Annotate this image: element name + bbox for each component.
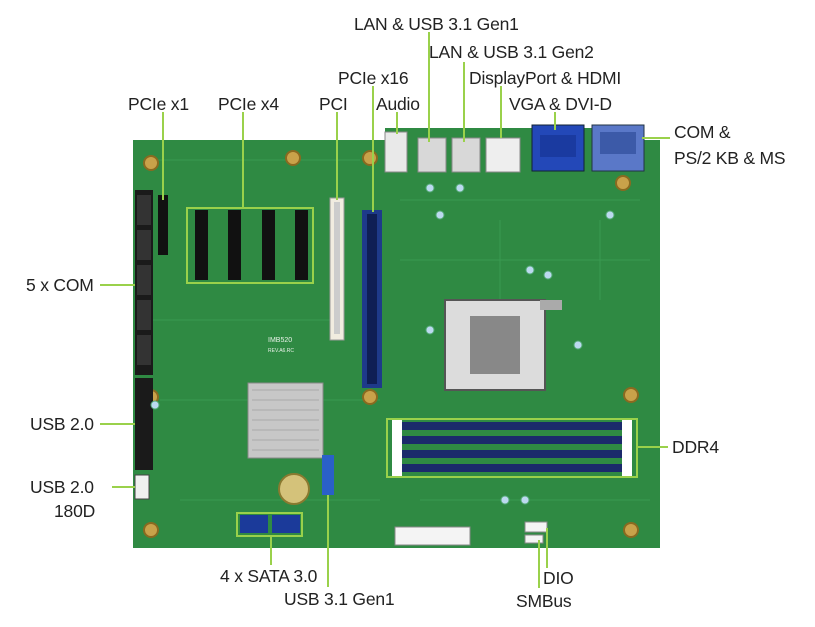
- label-lan-usb-gen1: LAN & USB 3.1 Gen1: [354, 14, 519, 34]
- label-pcie-x16: PCIe x16: [338, 68, 409, 88]
- usb31-gen1-header: [322, 455, 334, 495]
- line-dio: [546, 528, 548, 568]
- pcie-x4-slots: [195, 210, 308, 280]
- line-smbus: [538, 540, 540, 588]
- label-com-ps2-line2: PS/2 KB & MS: [674, 148, 786, 168]
- pcie-x4-callout-box: [186, 207, 314, 284]
- atx-power-connector: [394, 526, 471, 546]
- displayport-hdmi-port: [485, 137, 521, 173]
- label-pci: PCI: [319, 94, 348, 114]
- label-pcie-x4: PCIe x4: [218, 94, 279, 114]
- line-pci: [336, 112, 338, 200]
- line-pcie-x4: [242, 112, 244, 208]
- line-five-com: [100, 284, 135, 286]
- label-usb20: USB 2.0: [30, 414, 94, 434]
- audio-jack: [384, 131, 408, 173]
- line-com-ps2: [642, 137, 670, 139]
- line-usb20-180d: [112, 486, 135, 488]
- label-usb20-180d-line2: 180D: [54, 501, 96, 521]
- label-pcie-x1: PCIe x1: [128, 94, 189, 114]
- label-sata: 4 x SATA 3.0: [220, 566, 318, 586]
- label-audio: Audio: [376, 94, 420, 114]
- line-usb31-gen1: [327, 495, 329, 587]
- lan-usb-gen1-port: [417, 137, 447, 173]
- board-rev-silk: REV.A6.RC: [268, 348, 294, 354]
- smbus-header: [524, 534, 544, 544]
- label-usb20-180d-line1: USB 2.0: [30, 477, 94, 497]
- line-audio: [396, 112, 398, 134]
- label-five-com: 5 x COM: [26, 275, 94, 295]
- line-ddr4: [638, 446, 668, 448]
- line-displayport: [500, 86, 502, 138]
- pcie-x1-slot: [158, 195, 168, 255]
- lan-usb-gen2-port: [451, 137, 481, 173]
- label-displayport-hdmi: DisplayPort & HDMI: [469, 68, 621, 88]
- dio-header: [524, 521, 548, 533]
- ddr4-slots: [392, 420, 632, 476]
- label-dio: DIO: [543, 568, 574, 588]
- label-usb31-gen1: USB 3.1 Gen1: [284, 589, 395, 609]
- usb20-headers: [135, 378, 153, 470]
- sata-ports: [240, 515, 300, 533]
- capacitors: [150, 183, 615, 505]
- label-lan-usb-gen2: LAN & USB 3.1 Gen2: [429, 42, 594, 62]
- line-vga: [554, 112, 556, 130]
- usb20-180d-header: [134, 474, 150, 500]
- label-vga-dvi: VGA & DVI-D: [509, 94, 612, 114]
- label-com-ps2-line1: COM &: [674, 122, 731, 142]
- line-pcie-x16: [372, 86, 374, 212]
- line-sata: [270, 537, 272, 565]
- line-lan-usb-gen2: [463, 62, 465, 142]
- ddr4-callout-box: [386, 418, 638, 478]
- line-lan-usb-gen1: [428, 32, 430, 142]
- line-pcie-x1: [162, 112, 164, 200]
- board-model-silk: IMB520: [268, 337, 292, 344]
- line-usb20: [100, 423, 135, 425]
- pcb-board: [133, 128, 660, 548]
- sata-callout-box: [236, 512, 303, 537]
- cmos-battery: [278, 473, 310, 505]
- label-smbus: SMBus: [516, 591, 572, 611]
- label-ddr4: DDR4: [672, 437, 719, 457]
